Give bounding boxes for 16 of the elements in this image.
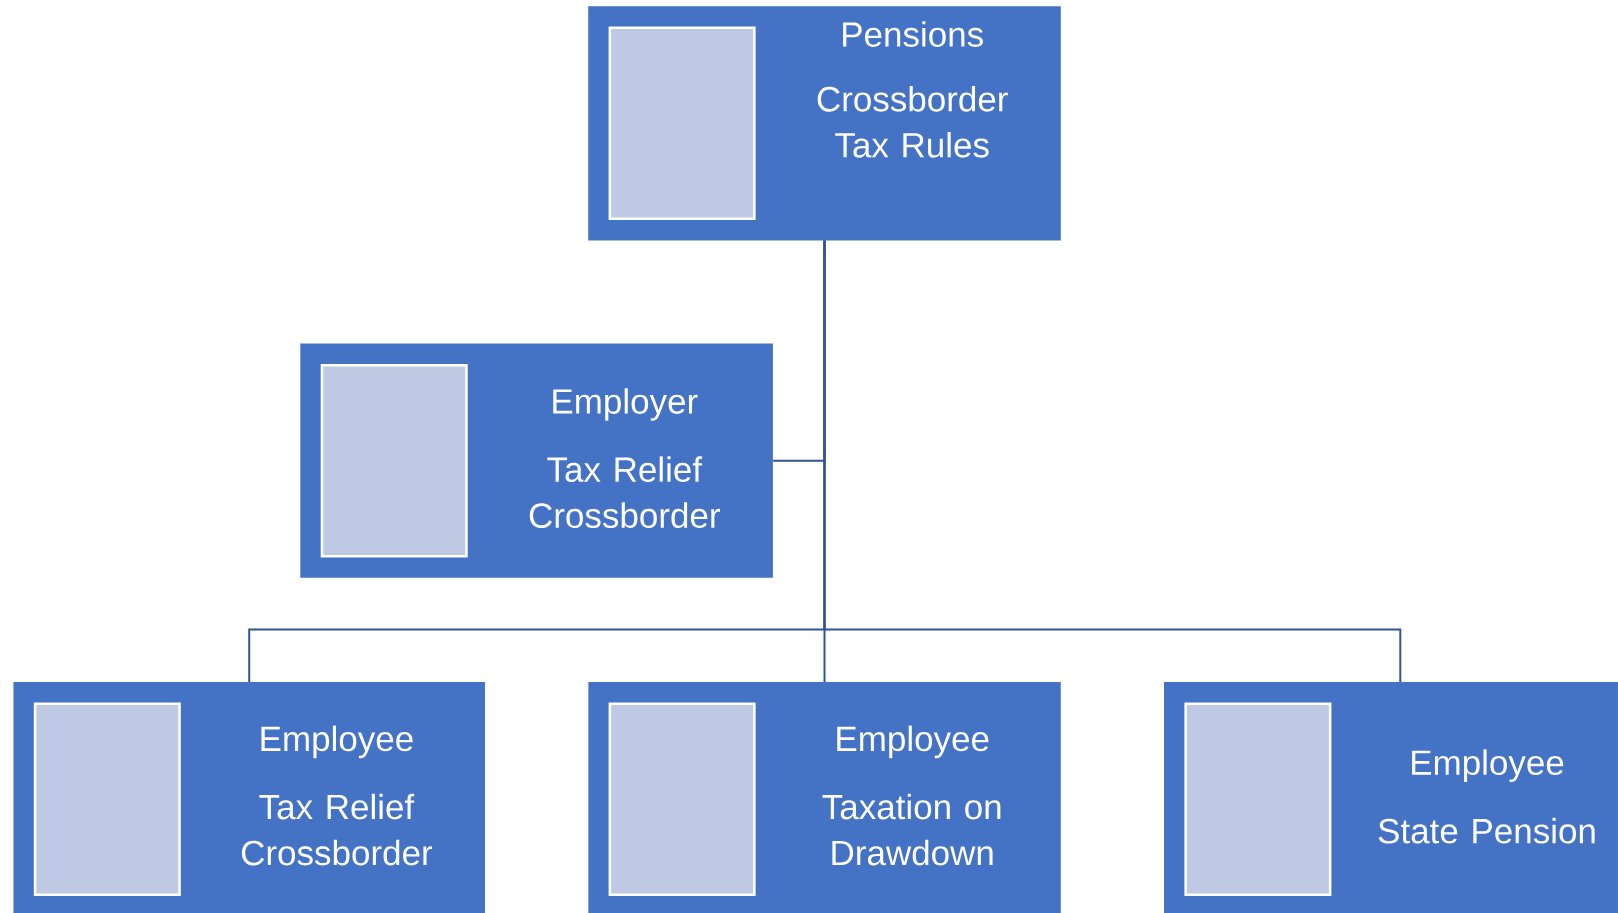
picture-placeholder [320, 364, 468, 558]
connector-line [823, 239, 1402, 683]
box-heading: Pensions [843, 21, 983, 47]
box-text: Taxation on Drawdown [822, 793, 1001, 866]
picture-placeholder [33, 702, 181, 896]
picture-placeholder [608, 26, 756, 220]
box-text: Tax Relief Crossborder [529, 456, 720, 529]
picture-placeholder [608, 702, 756, 896]
box-text: State Pension [1378, 817, 1595, 844]
box-heading: Employee [837, 725, 989, 759]
box-text: Tax Relief Crossborder [241, 793, 433, 866]
box-heading: Employee [261, 725, 413, 759]
box-heading: Employer [553, 388, 698, 421]
picture-placeholder [1184, 702, 1332, 896]
box-heading: Employee [1412, 749, 1564, 782]
box-text: Crossborder Tax Rules [817, 85, 1008, 158]
